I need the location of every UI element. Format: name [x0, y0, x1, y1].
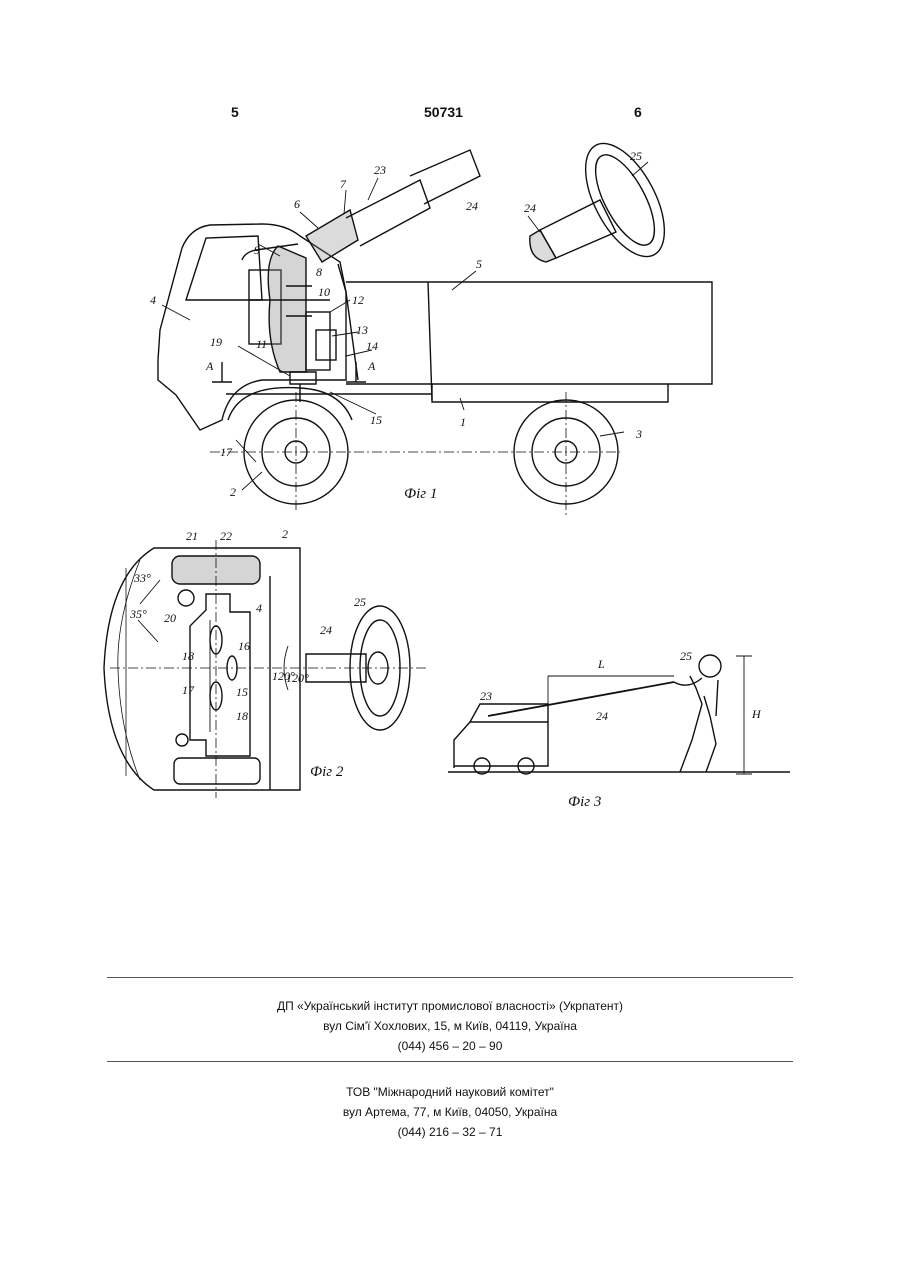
svg-text:12: 12	[352, 293, 364, 307]
fig1-caption: Фіг 1	[404, 486, 437, 502]
svg-text:11: 11	[256, 337, 267, 351]
svg-text:23: 23	[374, 163, 386, 177]
svg-text:24: 24	[524, 201, 536, 215]
svg-text:17: 17	[220, 445, 233, 459]
svg-text:А: А	[367, 359, 376, 373]
svg-text:4: 4	[150, 293, 156, 307]
svg-text:3: 3	[635, 427, 642, 441]
figure-3-child-pull	[448, 655, 790, 774]
fig2-caption: Фіг 2	[310, 764, 344, 780]
svg-text:13: 13	[356, 323, 368, 337]
svg-text:20: 20	[164, 611, 176, 625]
figure-1-steering-wheel-detail	[528, 131, 681, 269]
svg-text:H: H	[751, 707, 762, 721]
svg-text:25: 25	[630, 149, 642, 163]
fig3-caption: Фіг 3	[568, 794, 601, 810]
publisher-phone: (044) 456 – 20 – 90	[107, 1036, 793, 1056]
svg-text:18: 18	[236, 709, 248, 723]
svg-text:120°: 120°	[286, 671, 309, 685]
svg-text:35°: 35°	[129, 607, 147, 621]
divider-bottom	[107, 1061, 793, 1062]
svg-text:6: 6	[294, 197, 300, 211]
divider-top	[107, 977, 793, 978]
svg-text:2: 2	[282, 527, 288, 541]
svg-text:9: 9	[254, 243, 260, 257]
publisher-name: ДП «Український інститут промислової вла…	[107, 996, 793, 1016]
svg-text:8: 8	[316, 265, 322, 279]
svg-text:25: 25	[354, 595, 366, 609]
svg-text:5: 5	[476, 257, 482, 271]
svg-text:21: 21	[186, 529, 198, 543]
svg-text:23: 23	[480, 689, 492, 703]
svg-text:15: 15	[370, 413, 382, 427]
svg-text:2: 2	[230, 485, 236, 499]
svg-text:19: 19	[210, 335, 222, 349]
svg-text:А: А	[205, 359, 214, 373]
svg-text:15: 15	[236, 685, 248, 699]
svg-text:L: L	[597, 657, 605, 671]
figure-1-truck	[158, 150, 712, 516]
printer-name: ТОВ "Міжнародний науковий комітет"	[107, 1082, 793, 1102]
figure-2-plan-view	[104, 540, 428, 798]
svg-text:24: 24	[466, 199, 478, 213]
printer-block: ТОВ "Міжнародний науковий комітет" вул А…	[107, 1082, 793, 1142]
svg-text:4: 4	[256, 601, 262, 615]
svg-text:16: 16	[238, 639, 250, 653]
svg-text:25: 25	[680, 649, 692, 663]
svg-text:24: 24	[596, 709, 608, 723]
publisher-address: вул Сім'ї Хохлових, 15, м Київ, 04119, У…	[107, 1016, 793, 1036]
svg-text:33°: 33°	[133, 571, 151, 585]
printer-address: вул Артема, 77, м Київ, 04050, Україна	[107, 1102, 793, 1122]
svg-text:24: 24	[320, 623, 332, 637]
printer-phone: (044) 216 – 32 – 71	[107, 1122, 793, 1142]
svg-text:1: 1	[460, 415, 466, 429]
svg-text:7: 7	[340, 177, 347, 191]
publisher-block: ДП «Український інститут промислової вла…	[107, 996, 793, 1056]
svg-text:22: 22	[220, 529, 232, 543]
svg-text:17: 17	[182, 683, 195, 697]
svg-text:10: 10	[318, 285, 330, 299]
svg-text:18: 18	[182, 649, 194, 663]
svg-text:14: 14	[366, 339, 378, 353]
